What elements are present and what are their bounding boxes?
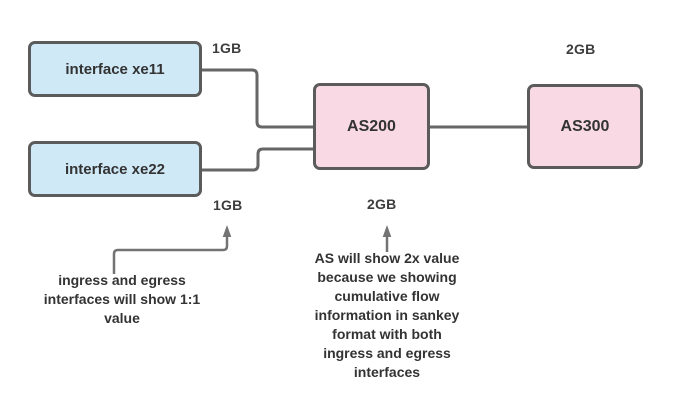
right-annotation-arrowhead-icon	[382, 225, 392, 237]
edge-label-2gb-top-right: 2GB	[566, 41, 596, 57]
left-annotation-arrow-line	[112, 236, 229, 274]
node-interface-xe11-label: interface xe11	[65, 60, 165, 78]
connector-xe22-as200	[202, 147, 313, 172]
annotation-interfaces-note: ingress and egress interfaces will show …	[43, 272, 201, 326]
node-interface-xe11: interface xe11	[28, 41, 202, 97]
node-interface-xe22-label: interface xe22	[64, 160, 166, 178]
annotation-as-note: AS will show 2x value because we showing…	[314, 250, 460, 380]
node-as200-label: AS200	[347, 117, 396, 135]
edge-label-2gb-bottom: 2GB	[367, 196, 397, 212]
edge-label-1gb-bottom: 1GB	[213, 197, 243, 213]
node-interface-xe22: interface xe22	[28, 141, 202, 197]
edge-label-1gb-top: 1GB	[212, 40, 242, 56]
connector-xe11-as200	[202, 68, 313, 129]
node-as300-label: AS300	[560, 117, 610, 135]
left-annotation-arrowhead-icon	[222, 225, 232, 237]
node-as300: AS300	[527, 84, 643, 169]
node-as200: AS200	[313, 83, 430, 170]
